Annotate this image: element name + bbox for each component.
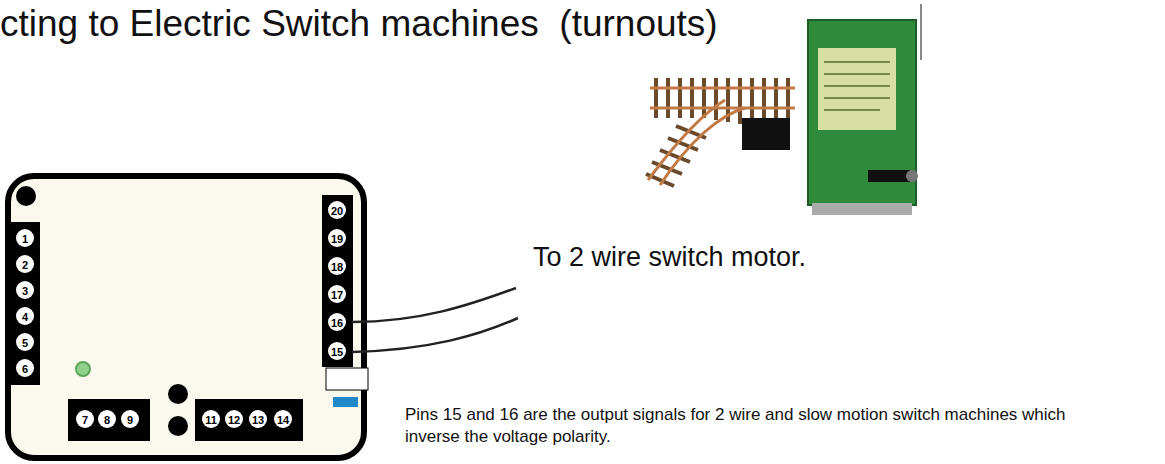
switch-machine — [808, 4, 921, 215]
pin-strip — [195, 399, 303, 441]
mounting-hole — [16, 186, 36, 206]
component — [168, 384, 188, 404]
pin-number: 16 — [331, 317, 343, 328]
wire — [352, 318, 518, 352]
pin-number: 4 — [22, 311, 28, 322]
switch-mechanism — [742, 118, 790, 150]
component — [168, 416, 188, 436]
pin-number: 12 — [228, 414, 240, 425]
connector — [333, 397, 358, 407]
pin-strip — [8, 222, 40, 385]
pin-number: 17 — [331, 289, 343, 300]
pin-number: 3 — [22, 285, 28, 296]
decoder-board — [8, 176, 364, 458]
pin-number: 2 — [22, 259, 28, 270]
turnout-track — [646, 78, 795, 186]
pin-pads — [16, 201, 346, 428]
wire — [352, 288, 516, 322]
pin-number: 6 — [22, 363, 28, 374]
pin-number: 8 — [104, 414, 110, 425]
pin-number: 19 — [331, 233, 343, 244]
diagram-title: cting to Electric Switch machines (turno… — [0, 4, 718, 45]
connector — [326, 368, 368, 390]
pin-number: 7 — [82, 414, 88, 425]
pin-strip — [68, 399, 150, 441]
wire-note: To 2 wire switch motor. — [533, 240, 806, 275]
pin-number: 15 — [331, 346, 343, 357]
pin-number: 20 — [331, 205, 343, 216]
pin-number: 14 — [277, 414, 289, 425]
pin-number: 11 — [205, 414, 217, 425]
pin-number: 13 — [252, 414, 264, 425]
pin-number: 1 — [22, 233, 28, 244]
pin-note: Pins 15 and 16 are the output signals fo… — [405, 404, 1105, 448]
pin-strip — [322, 195, 353, 367]
status-led — [76, 362, 90, 376]
pin-number: 18 — [331, 261, 343, 272]
pin-number: 5 — [22, 337, 28, 348]
pin-number: 9 — [127, 414, 133, 425]
